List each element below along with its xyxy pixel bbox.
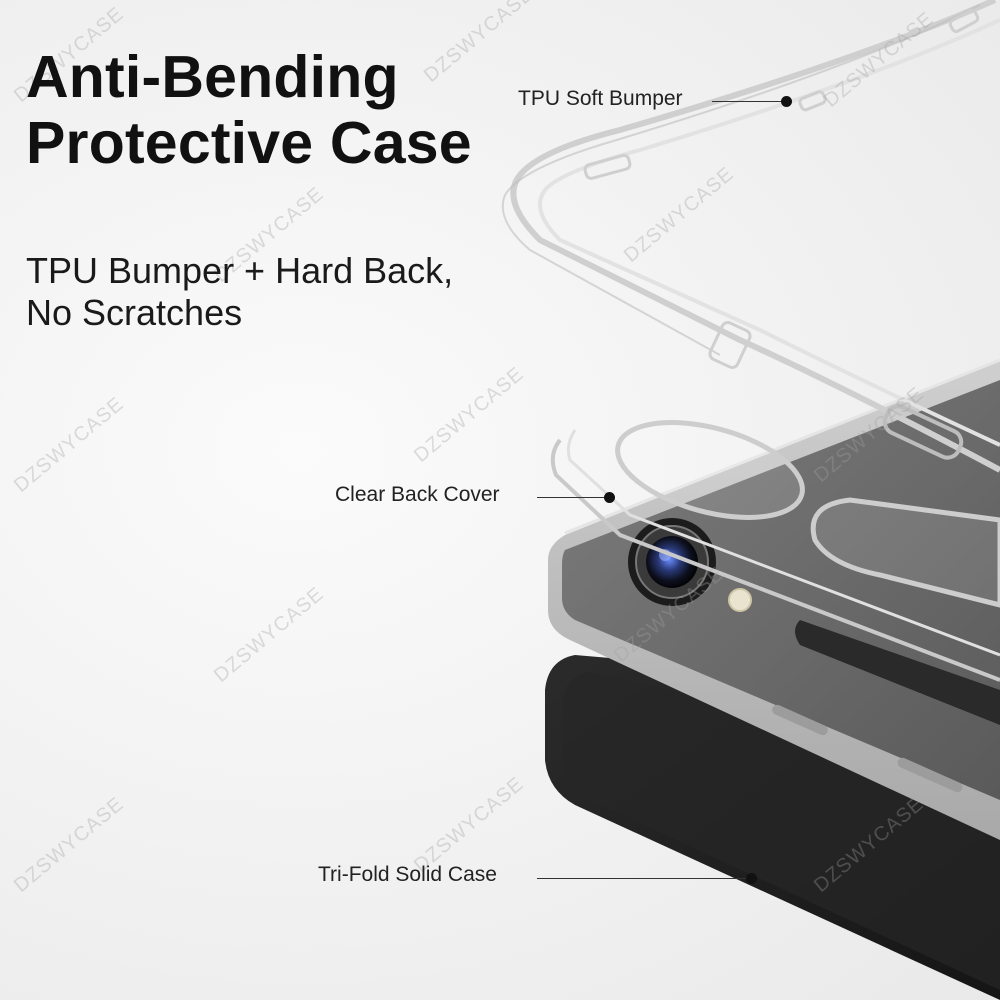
tpu-bumper	[501, 0, 1000, 473]
callout-back-cover-line	[537, 497, 609, 498]
headline-line-1: Anti-Bending	[26, 44, 399, 110]
callout-bumper-line	[712, 101, 786, 102]
subhead: TPU Bumper + Hard Back, No Scratches	[26, 250, 453, 334]
subhead-line-2: No Scratches	[26, 292, 243, 333]
callout-solid-case-line	[537, 878, 749, 879]
dot-icon	[781, 96, 792, 107]
headline: Anti-Bending Protective Case	[26, 44, 472, 176]
dot-icon	[746, 873, 757, 884]
flash-icon	[728, 588, 752, 612]
callout-back-cover-label: Clear Back Cover	[335, 483, 500, 506]
subhead-line-1: TPU Bumper + Hard Back,	[26, 250, 454, 291]
dot-icon	[604, 492, 615, 503]
callout-bumper-label: TPU Soft Bumper	[518, 87, 683, 110]
headline-line-2: Protective Case	[26, 110, 472, 176]
tablet	[548, 358, 1000, 840]
callout-solid-case-label: Tri-Fold Solid Case	[318, 863, 497, 886]
clear-back-cover	[550, 420, 1000, 682]
